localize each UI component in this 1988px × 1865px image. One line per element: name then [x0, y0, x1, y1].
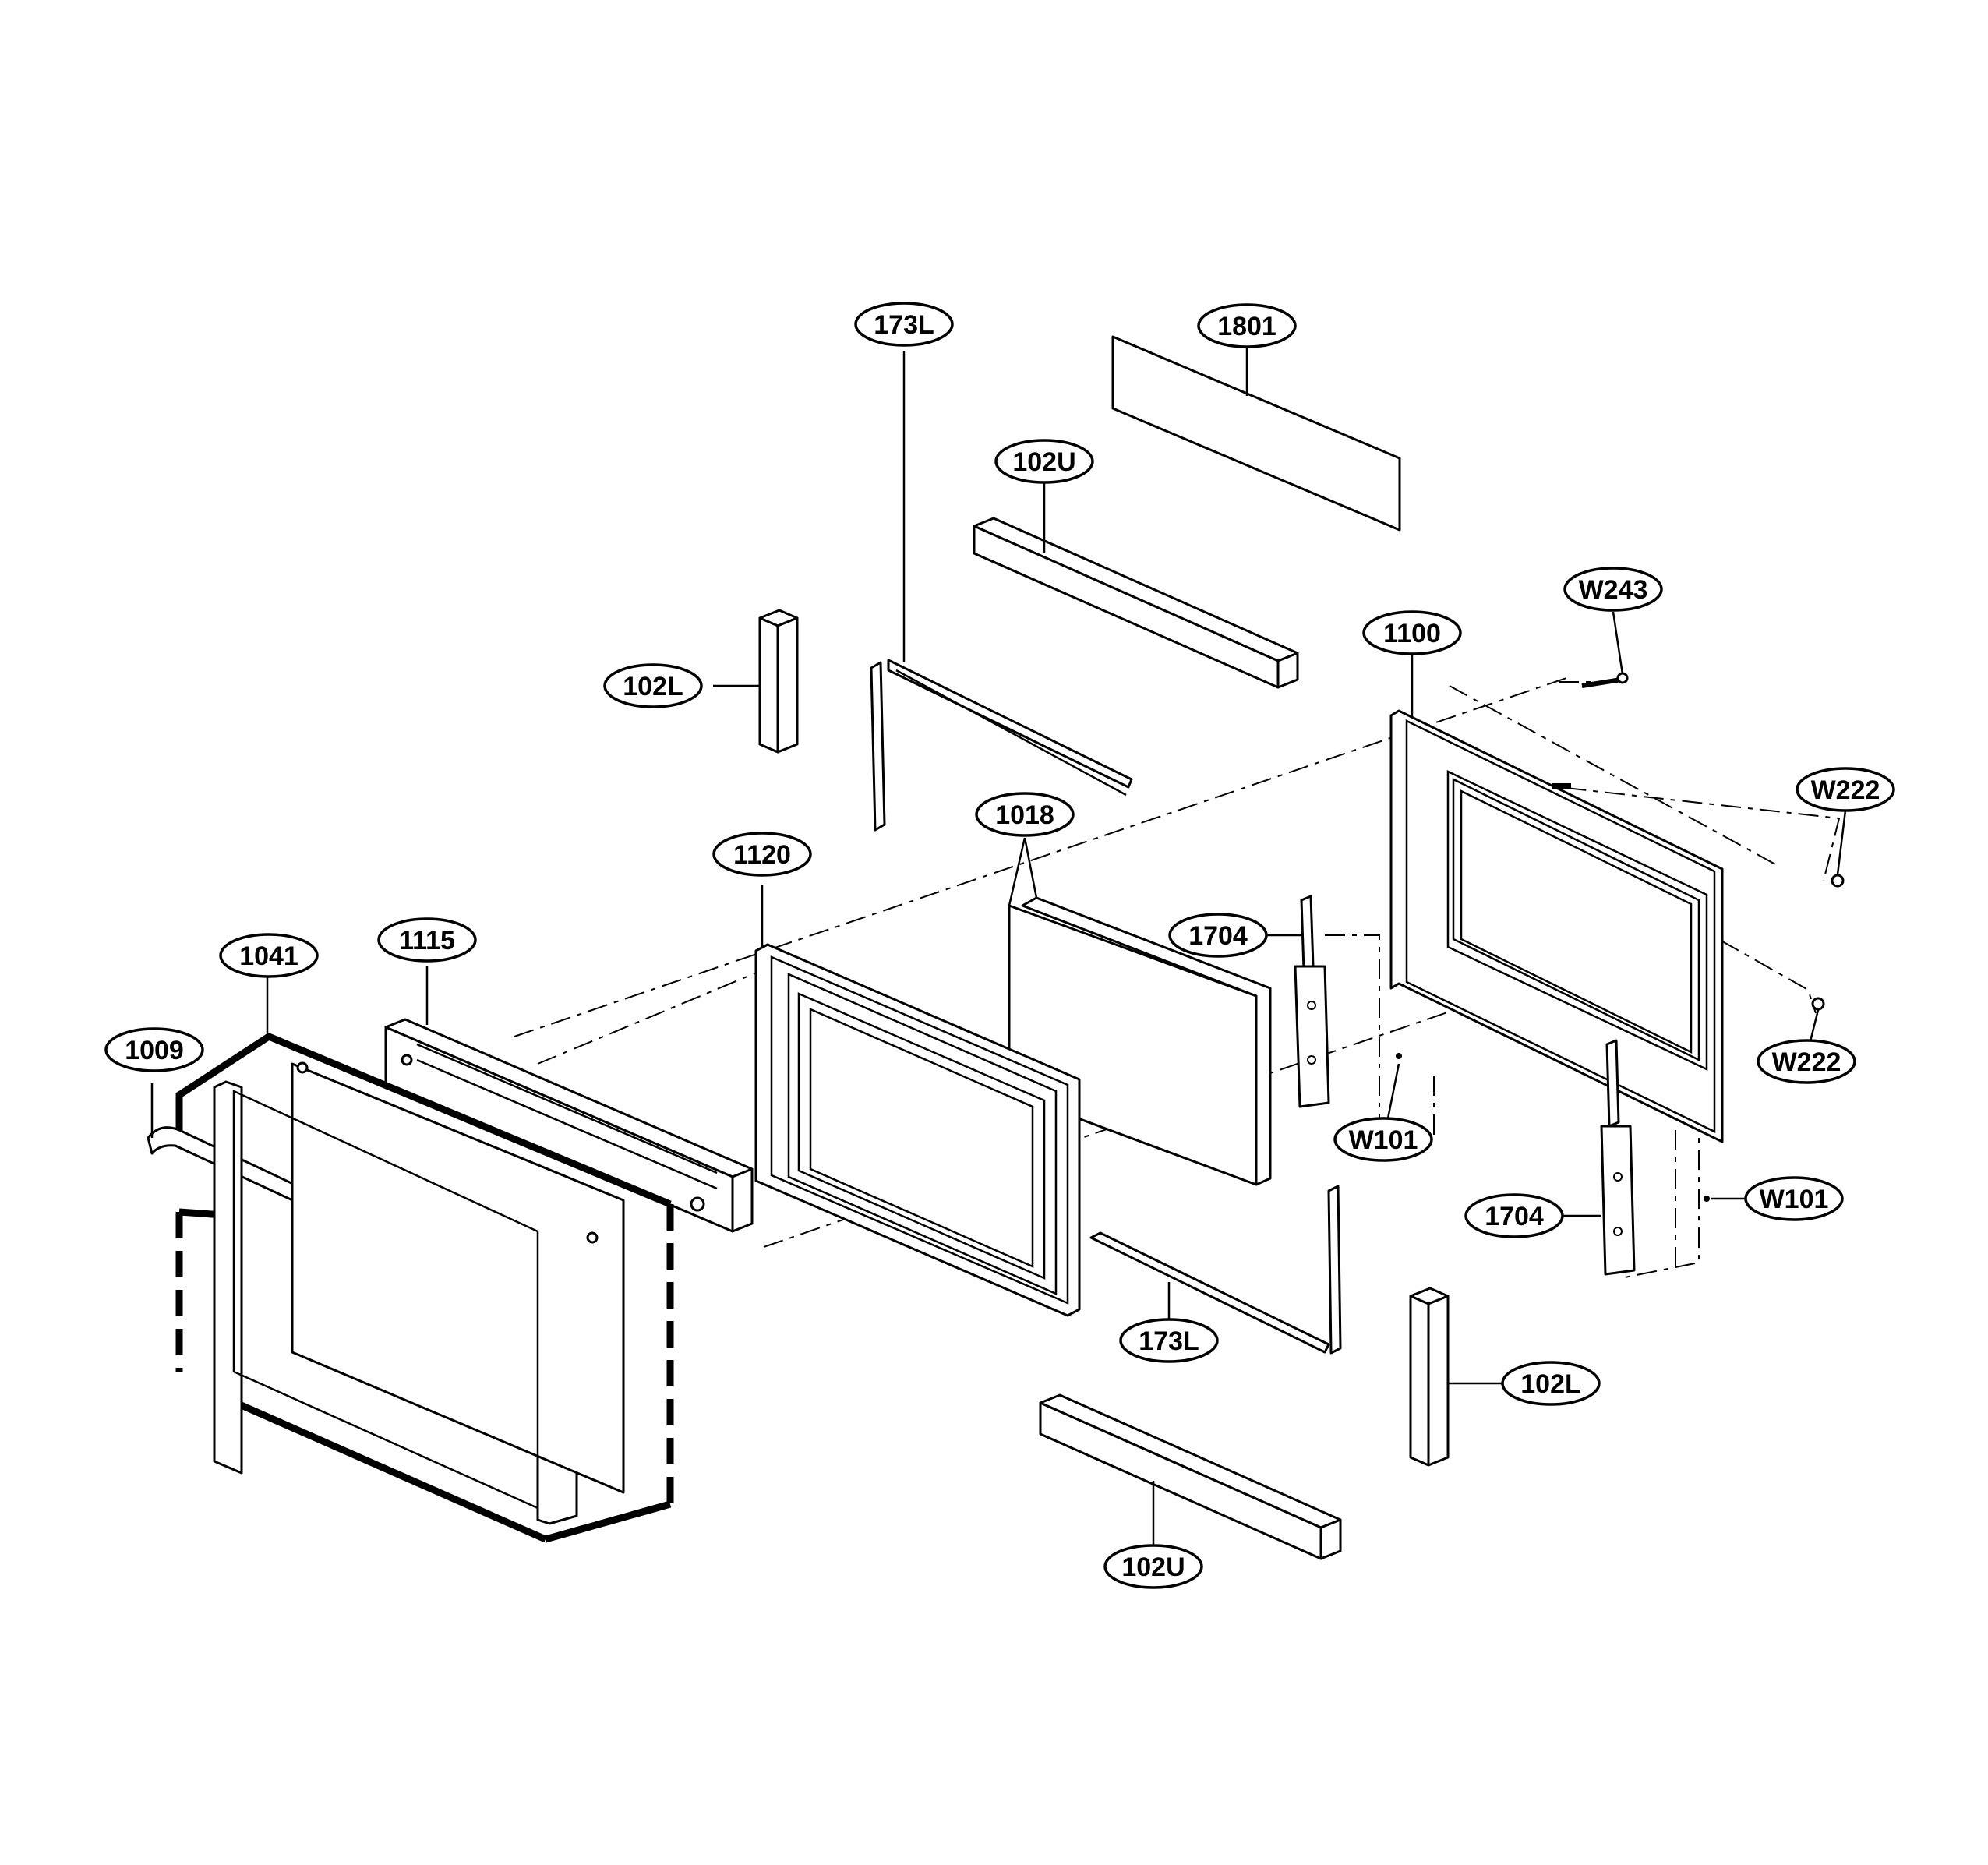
part-173L-bottom-channel [1089, 1185, 1342, 1355]
callout-label: 1120 [733, 840, 791, 870]
part-W101-screws [1386, 1053, 1746, 1202]
callout-1115: 1115 [377, 917, 477, 963]
callout-W243: W243 [1563, 567, 1663, 612]
callout-1704-lower: 1704 [1464, 1193, 1564, 1238]
callout-102L-bottom: 102L [1501, 1361, 1601, 1406]
callout-label: 102L [623, 672, 683, 701]
part-1704-hinge-lower [1563, 1039, 1636, 1276]
callout-label: 1041 [239, 941, 298, 971]
callout-label: W101 [1760, 1185, 1829, 1214]
callout-1041: 1041 [219, 933, 319, 978]
callout-W222-lower: W222 [1757, 1039, 1856, 1084]
callout-173L-top: 173L [854, 302, 954, 347]
part-173L-top-channel [870, 351, 1133, 832]
callout-label: W222 [1811, 775, 1880, 805]
callout-102U-bottom: 102U [1103, 1544, 1203, 1589]
callout-173L-bottom: 173L [1119, 1318, 1219, 1363]
callout-1801: 1801 [1197, 303, 1297, 348]
part-1120-middle-door-frame [754, 885, 1081, 1317]
callout-label: W101 [1349, 1125, 1418, 1155]
callout-label: 102U [1012, 447, 1075, 477]
callout-label: 1100 [1383, 619, 1441, 648]
callout-1704-upper: 1704 [1168, 913, 1268, 958]
part-outer-door-panel [213, 1061, 625, 1525]
part-1704-hinge-upper [1262, 895, 1330, 1108]
part-102L-top-spacer [713, 609, 799, 754]
callout-1018: 1018 [975, 792, 1075, 837]
callout-label: 102L [1520, 1369, 1581, 1399]
part-W222-washers [1806, 810, 1847, 1051]
part-1115-vent-trim [384, 966, 754, 1233]
callout-102U-top: 102U [994, 439, 1094, 484]
callout-102L-top: 102L [603, 663, 703, 708]
part-1801-insulation-panel [1111, 335, 1401, 532]
callout-W101-left: W101 [1333, 1117, 1433, 1162]
callout-label: 1018 [995, 800, 1054, 830]
callout-label: 173L [1139, 1326, 1199, 1356]
callout-W101-right: W101 [1744, 1176, 1844, 1221]
part-102U-bottom-spacer [1039, 1393, 1342, 1560]
callout-label: W243 [1579, 575, 1648, 605]
callout-1120: 1120 [712, 832, 812, 877]
part-W243-screw [1581, 611, 1629, 688]
callout-label: 1704 [1188, 921, 1248, 951]
part-1100-inner-door-frame [1389, 651, 1724, 1143]
callout-1100: 1100 [1362, 610, 1462, 655]
callout-label: 1009 [125, 1036, 184, 1065]
callout-label: 102U [1121, 1552, 1185, 1582]
part-102U-top-spacer [973, 479, 1299, 689]
part-102L-bottom-spacer [1409, 1287, 1508, 1467]
callout-label: 1704 [1485, 1202, 1544, 1231]
callout-label: 1115 [399, 926, 455, 955]
callout-1009: 1009 [104, 1027, 204, 1072]
callout-label: 1801 [1217, 312, 1276, 341]
callout-W222-upper: W222 [1796, 767, 1895, 812]
callout-label: 173L [874, 310, 934, 340]
callout-label: W222 [1772, 1047, 1841, 1077]
